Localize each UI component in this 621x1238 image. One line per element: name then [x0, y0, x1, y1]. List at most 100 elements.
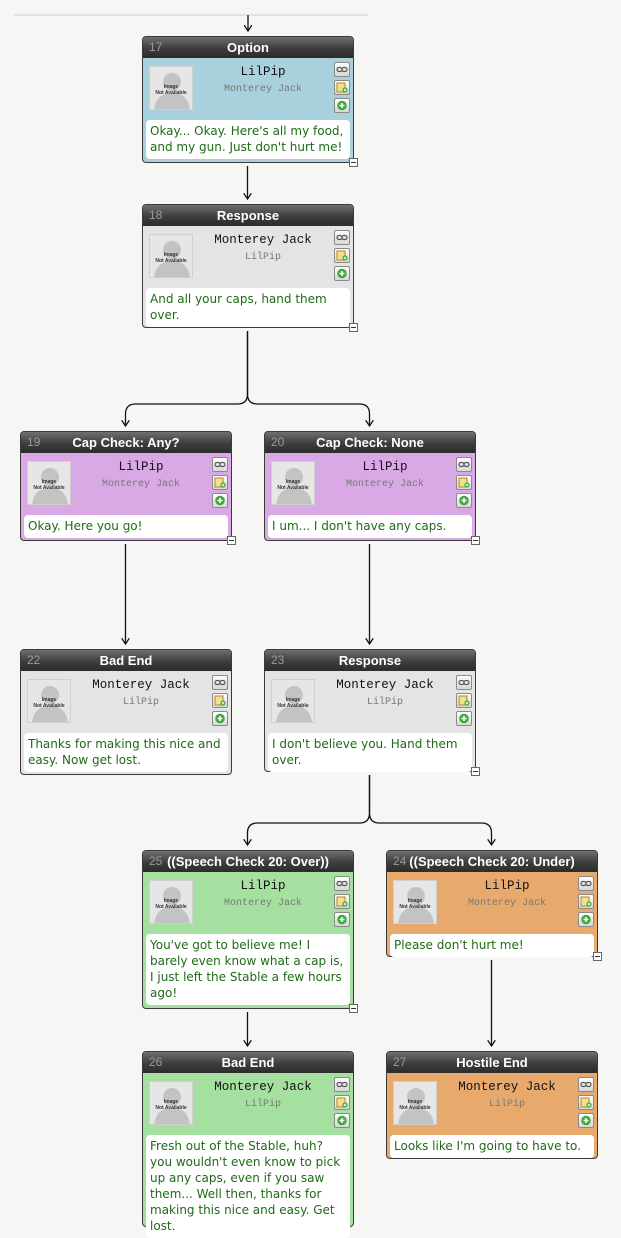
node-header[interactable]: 26 Bad End: [143, 1052, 353, 1073]
node-header[interactable]: 27 Hostile End: [387, 1052, 597, 1073]
dialogue-text[interactable]: Please don't hurt me!: [390, 934, 594, 957]
dialogue-text[interactable]: I don't believe you. Hand them over.: [268, 733, 472, 772]
collapse-icon[interactable]: [593, 952, 602, 961]
dialogue-node-26[interactable]: 26 Bad End Image Not Available Monterey …: [142, 1051, 354, 1238]
add-icon[interactable]: [456, 493, 472, 508]
node-body: Image Not Available LilPip Monterey Jack: [21, 453, 231, 515]
avatar-text-line: Image: [41, 479, 57, 485]
node-header[interactable]: 23 Response: [265, 650, 475, 671]
dialogue-node-18[interactable]: 18 Response Image Not Available Monterey…: [142, 204, 358, 332]
avatar-placeholder-text: Image Not Available: [272, 479, 314, 491]
link-icon[interactable]: [334, 1077, 350, 1092]
add-icon[interactable]: [334, 266, 350, 281]
dialogue-node-17[interactable]: 17 Option Image Not Available LilPip Mon…: [142, 36, 358, 167]
dialogue-text[interactable]: And all your caps, hand them over.: [146, 288, 350, 327]
avatar-placeholder-text: Image Not Available: [272, 697, 314, 709]
add-icon[interactable]: [578, 1113, 594, 1128]
note-icon[interactable]: [334, 894, 350, 909]
node-header[interactable]: 25 ((Speech Check 20: Over)): [143, 851, 353, 872]
dialogue-text[interactable]: You've got to believe me! I barely even …: [146, 934, 350, 1005]
link-icon[interactable]: [334, 876, 350, 891]
add-icon[interactable]: [212, 711, 228, 726]
node-title: Hostile End: [456, 1055, 528, 1070]
dialogue-node-23[interactable]: 23 Response Image Not Available Monterey…: [264, 649, 480, 776]
dialogue-node-27[interactable]: 27 Hostile End Image Not Available Monte…: [386, 1051, 598, 1159]
avatar-text-line: Not Available: [277, 485, 309, 491]
dialogue-node-20[interactable]: 20 Cap Check: None Image Not Available L…: [264, 431, 480, 545]
collapse-icon[interactable]: [227, 536, 236, 545]
node-header[interactable]: 22 Bad End: [21, 650, 231, 671]
collapse-icon[interactable]: [471, 767, 480, 776]
listener-name: Monterey Jack: [223, 84, 302, 95]
node-body: Image Not Available LilPip Monterey Jack: [387, 872, 597, 934]
dialogue-node-22[interactable]: 22 Bad End Image Not Available Monterey …: [20, 649, 232, 775]
node-header[interactable]: 18 Response: [143, 205, 353, 226]
image-not-available-icon: Image Not Available: [393, 880, 437, 924]
node-header[interactable]: 24 ((Speech Check 20: Under): [387, 851, 597, 872]
note-icon[interactable]: [456, 693, 472, 708]
link-icon[interactable]: [334, 62, 350, 77]
link-icon[interactable]: [578, 1077, 594, 1092]
dialogue-text[interactable]: Okay... Okay. Here's all my food, and my…: [146, 120, 350, 159]
avatar-placeholder-text: Image Not Available: [150, 252, 192, 264]
add-icon[interactable]: [578, 912, 594, 927]
speaker-name: LilPip: [484, 879, 530, 893]
collapse-icon[interactable]: [349, 323, 358, 332]
node-title: Cap Check: Any?: [72, 435, 180, 450]
speaker-name: Monterey Jack: [214, 1080, 312, 1094]
dialogue-node-19[interactable]: 19 Cap Check: Any? Image Not Available L…: [20, 431, 236, 545]
node-body: Image Not Available LilPip Monterey Jack: [143, 872, 353, 934]
listener-name: Monterey Jack: [345, 479, 424, 490]
note-icon[interactable]: [578, 1095, 594, 1110]
link-icon[interactable]: [456, 675, 472, 690]
dialogue-text[interactable]: Okay. Here you go!: [24, 515, 228, 538]
add-icon[interactable]: [212, 493, 228, 508]
note-icon[interactable]: [456, 475, 472, 490]
speaker-name: LilPip: [240, 879, 286, 893]
avatar-text-line: Not Available: [399, 1105, 431, 1111]
add-icon[interactable]: [334, 98, 350, 113]
node-header[interactable]: 17 Option: [143, 37, 353, 58]
node-id: 22: [27, 653, 41, 667]
dialogue-text[interactable]: Looks like I'm going to have to.: [390, 1135, 594, 1158]
collapse-icon[interactable]: [471, 536, 480, 545]
note-icon[interactable]: [334, 80, 350, 95]
note-icon[interactable]: [334, 1095, 350, 1110]
note-icon[interactable]: [578, 894, 594, 909]
collapse-icon[interactable]: [349, 158, 358, 167]
note-icon[interactable]: [212, 693, 228, 708]
node-title: ((Speech Check 20: Over)): [167, 854, 329, 869]
edge-18-to-20: [246, 331, 370, 426]
add-icon[interactable]: [456, 711, 472, 726]
collapse-icon[interactable]: [349, 1004, 358, 1013]
dialogue-node-24[interactable]: 24 ((Speech Check 20: Under) Image Not A…: [386, 850, 602, 961]
node-body: Image Not Available Monterey Jack LilPip: [21, 671, 231, 733]
link-icon[interactable]: [578, 876, 594, 891]
add-icon[interactable]: [334, 1113, 350, 1128]
speaker-name: Monterey Jack: [214, 233, 312, 247]
node-title: Response: [216, 208, 280, 223]
node-title: Bad End: [221, 1055, 275, 1070]
image-not-available-icon: Image Not Available: [27, 679, 71, 723]
link-icon[interactable]: [212, 675, 228, 690]
image-not-available-icon: Image Not Available: [271, 679, 315, 723]
dialogue-text[interactable]: Fresh out of the Stable, huh? you wouldn…: [146, 1135, 350, 1238]
note-icon[interactable]: [334, 248, 350, 263]
link-icon[interactable]: [334, 230, 350, 245]
avatar-text-line: Image: [163, 898, 179, 904]
node-title: Cap Check: None: [316, 435, 424, 450]
note-icon[interactable]: [212, 475, 228, 490]
add-icon[interactable]: [334, 912, 350, 927]
node-id: 24: [393, 854, 407, 868]
link-icon[interactable]: [212, 457, 228, 472]
node-header[interactable]: 20 Cap Check: None: [265, 432, 475, 453]
speaker-name: LilPip: [362, 460, 408, 474]
dialogue-text[interactable]: Thanks for making this nice and easy. No…: [24, 733, 228, 772]
avatar-text-line: Not Available: [33, 485, 65, 491]
dialogue-text[interactable]: I um... I don't have any caps.: [268, 515, 472, 538]
node-header[interactable]: 19 Cap Check: Any?: [21, 432, 231, 453]
dialogue-node-25[interactable]: 25 ((Speech Check 20: Over)) Image Not A…: [142, 850, 358, 1013]
node-id: 23: [271, 653, 285, 667]
link-icon[interactable]: [456, 457, 472, 472]
